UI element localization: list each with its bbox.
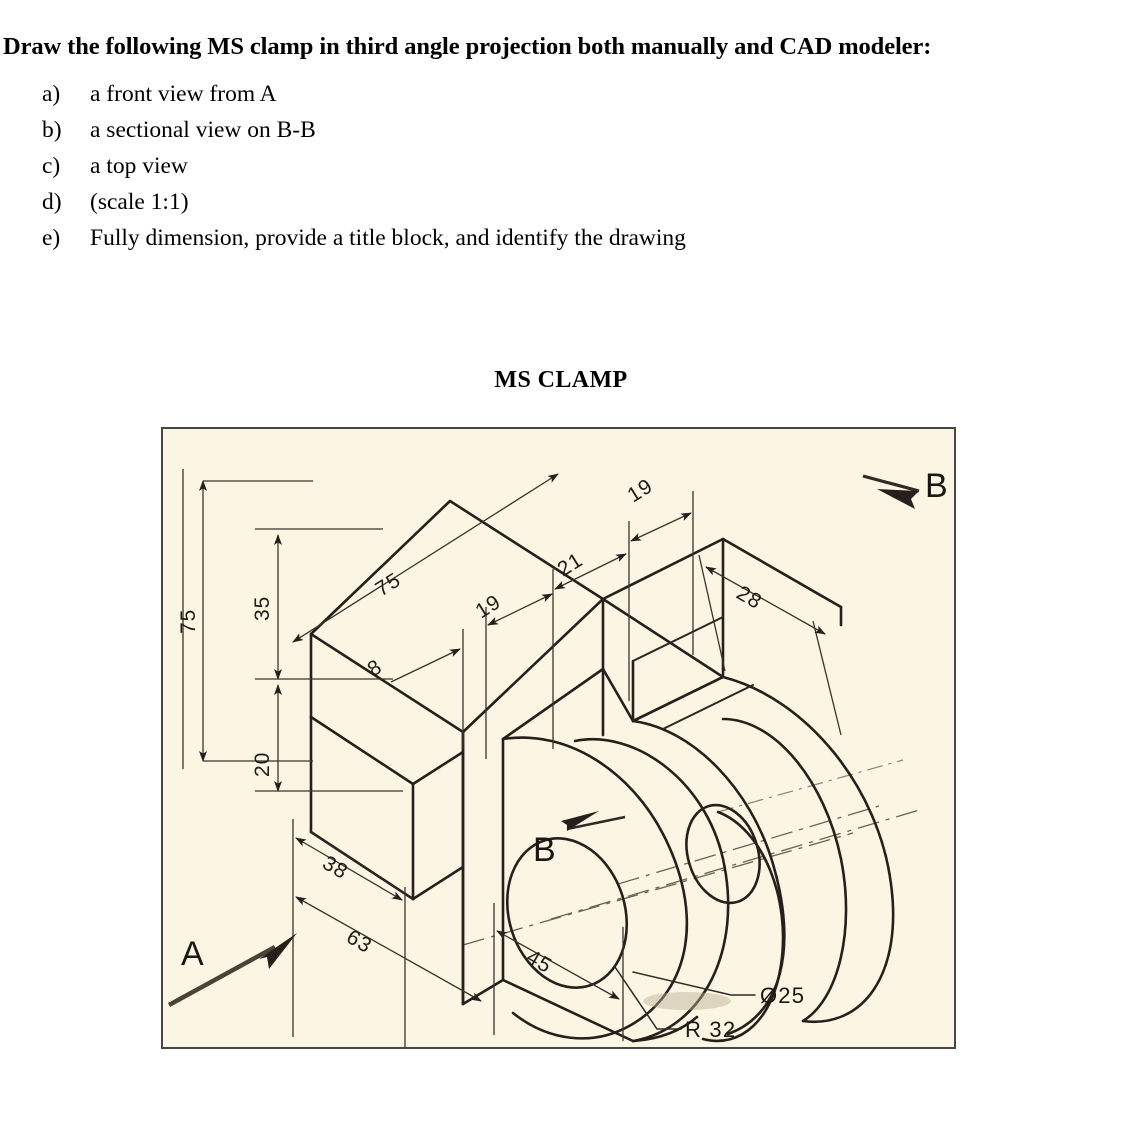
dimension-75-height: 75 bbox=[177, 469, 313, 769]
dimension-20-height: 20 bbox=[251, 684, 403, 792]
note-label-fillet-radius: R 32 bbox=[685, 1017, 736, 1042]
page-title: MS CLAMP bbox=[0, 367, 1128, 394]
dimension-19-first: 19 bbox=[471, 569, 554, 759]
list-item-label: a front view from A bbox=[90, 81, 277, 108]
list-item-marker: e) bbox=[42, 225, 61, 252]
list-item-label: a sectional view on B-B bbox=[90, 117, 316, 144]
list-item: a) a front view from A bbox=[0, 83, 1128, 119]
dimension-label-35-height: 35 bbox=[251, 596, 274, 621]
dimension-label-19-second: 19 bbox=[623, 474, 657, 507]
list-item-marker: d) bbox=[42, 189, 62, 216]
list-item: e) Fully dimension, provide a title bloc… bbox=[0, 227, 1128, 263]
dimension-label-8: 8 bbox=[363, 655, 386, 681]
dimension-45: 45 bbox=[493, 903, 624, 1041]
note-label-hole-diameter: Ø25 bbox=[760, 983, 805, 1008]
note-hole-diameter: Ø25 bbox=[632, 971, 805, 1008]
list-item-label: Fully dimension, provide a title block, … bbox=[90, 225, 686, 252]
list-item-label: a top view bbox=[90, 153, 188, 180]
technical-drawing-frame: 75 35 20 75 8 bbox=[161, 427, 956, 1049]
section-label-b-inner: B bbox=[533, 831, 556, 869]
dimension-63: 63 bbox=[295, 896, 482, 1002]
dimension-label-75-length: 75 bbox=[371, 568, 405, 601]
list-item-marker: c) bbox=[42, 153, 61, 180]
note-fillet-radius: R 32 bbox=[614, 966, 736, 1042]
dimension-8: 8 bbox=[363, 629, 464, 749]
list-item: b) a sectional view on B-B bbox=[0, 119, 1128, 155]
list-item: d) (scale 1:1) bbox=[0, 191, 1128, 227]
isometric-drawing: 75 35 20 75 8 bbox=[167, 467, 948, 1047]
dimension-75-length: 75 bbox=[292, 473, 559, 643]
dimension-label-75-height: 75 bbox=[177, 609, 200, 634]
dimension-19-second: 19 bbox=[623, 474, 694, 655]
dimension-label-63: 63 bbox=[343, 925, 376, 958]
view-arrow-a: A bbox=[167, 933, 297, 1007]
dimension-label-19-first: 19 bbox=[471, 590, 505, 623]
list-item: c) a top view bbox=[0, 155, 1128, 191]
list-item-marker: b) bbox=[42, 117, 62, 144]
dimension-label-20-height: 20 bbox=[251, 752, 274, 777]
dimension-label-28: 28 bbox=[733, 581, 766, 614]
list-item-label: (scale 1:1) bbox=[90, 189, 189, 216]
section-arrow-b-inner: B bbox=[533, 811, 626, 869]
question-block: Draw the following MS clamp in third ang… bbox=[0, 0, 1128, 263]
dimension-28: 28 bbox=[698, 554, 842, 736]
section-arrow-b-outer: B bbox=[862, 467, 948, 509]
drawing-title-label: MS CLAMP bbox=[494, 367, 628, 393]
list-item-marker: a) bbox=[42, 81, 61, 108]
question-heading: Draw the following MS clamp in third ang… bbox=[3, 33, 932, 60]
center-lines bbox=[462, 759, 924, 946]
dimension-label-45: 45 bbox=[523, 945, 556, 978]
view-label-a: A bbox=[181, 935, 204, 973]
question-list: a) a front view from A b) a sectional vi… bbox=[0, 61, 1128, 263]
middle-lug-hole bbox=[685, 803, 761, 905]
section-label-b-outer: B bbox=[925, 467, 948, 505]
